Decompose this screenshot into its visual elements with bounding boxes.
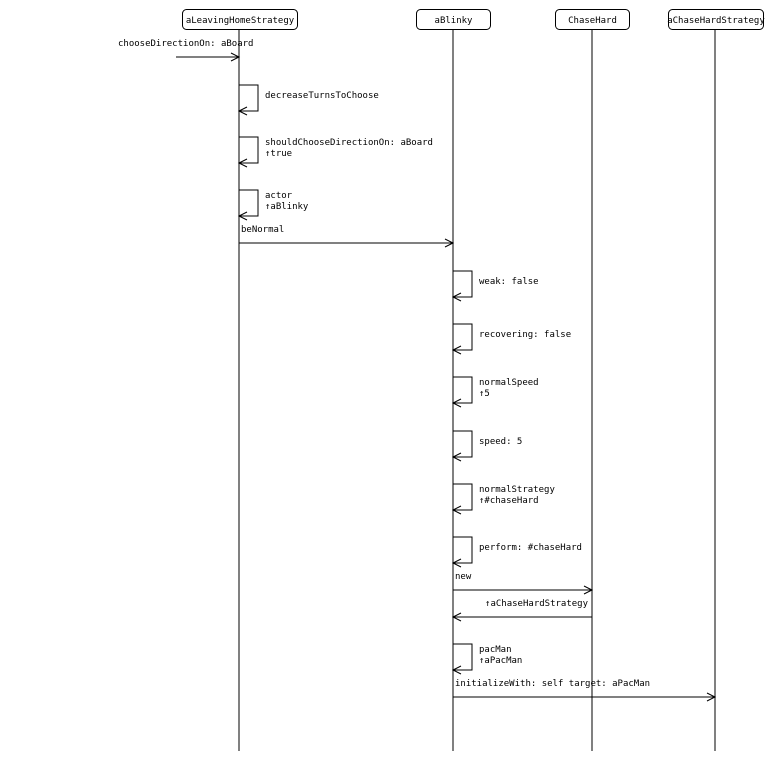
message-label: ↑aChaseHardStrategy [485, 599, 589, 609]
message-label: beNormal [241, 225, 284, 235]
message-label: actor [265, 191, 293, 201]
self-call-loop [453, 270, 473, 298]
arrow-head [451, 292, 462, 302]
arrow-head [451, 665, 462, 675]
arrow-head [230, 52, 241, 62]
arrow-head [237, 106, 248, 116]
self-call-loop [453, 483, 473, 511]
message-label: normalSpeed [479, 378, 539, 388]
arrow-head [237, 158, 248, 168]
message-self: weak: false [451, 270, 539, 302]
message-label: recovering: false [479, 330, 571, 340]
self-call-loop [453, 643, 473, 671]
message-label: ↑5 [479, 389, 490, 399]
self-call-loop [239, 84, 259, 112]
message-self: perform: #chaseHard [451, 536, 582, 568]
participant-box [182, 9, 298, 30]
participant-name: aBlinky [435, 16, 474, 26]
message-label: speed: 5 [479, 437, 522, 447]
arrow-head [451, 558, 462, 568]
message-call: new [453, 572, 594, 595]
message-label: ↑aBlinky [265, 202, 309, 212]
message-return: ↑aChaseHardStrategy [451, 599, 592, 622]
arrow-head [444, 238, 455, 248]
message-label: initializeWith: self target: aPacMan [455, 679, 650, 689]
arrow-head [706, 692, 717, 702]
message-label: new [455, 572, 472, 582]
arrow-head [237, 211, 248, 221]
message-label: ↑true [265, 149, 292, 159]
message-label: ↑aPacMan [479, 656, 522, 666]
self-call-loop [453, 430, 473, 458]
participant-box [555, 9, 630, 30]
lifeline-p1: aBlinky [416, 9, 491, 751]
message-label: perform: #chaseHard [479, 543, 582, 553]
message-self: shouldChooseDirectionOn: aBoard↑true [237, 136, 433, 168]
message-self: normalSpeed↑5 [451, 376, 539, 408]
message-label: chooseDirectionOn: aBoard [118, 39, 253, 49]
message-self: speed: 5 [451, 430, 522, 462]
participant-name: aLeavingHomeStrategy [186, 16, 295, 26]
lifeline-p3: aChaseHardStrategy [667, 9, 765, 751]
self-call-loop [239, 189, 259, 217]
lifeline-p0: aLeavingHomeStrategy [182, 9, 298, 751]
arrow-head [451, 452, 462, 462]
participant-name: aChaseHardStrategy [667, 16, 765, 26]
message-label: normalStrategy [479, 485, 555, 495]
participant-name: ChaseHard [568, 16, 617, 26]
arrow-head [451, 612, 462, 622]
message-label: pacMan [479, 645, 512, 655]
message-found: chooseDirectionOn: aBoard [118, 39, 253, 62]
message-self: normalStrategy↑#chaseHard [451, 483, 555, 515]
arrow-head [583, 585, 594, 595]
self-call-loop [239, 136, 259, 164]
message-label: decreaseTurnsToChoose [265, 91, 379, 101]
message-label: shouldChooseDirectionOn: aBoard [265, 138, 433, 148]
message-label: weak: false [479, 277, 539, 287]
message-self: recovering: false [451, 323, 571, 355]
arrow-head [451, 398, 462, 408]
self-call-loop [453, 536, 473, 564]
message-label: ↑#chaseHard [479, 496, 539, 506]
message-self: decreaseTurnsToChoose [237, 84, 379, 116]
lifeline-p2: ChaseHard [555, 9, 630, 751]
message-call: beNormal [239, 225, 455, 248]
message-call: initializeWith: self target: aPacMan [453, 679, 717, 702]
message-self: actor↑aBlinky [237, 189, 309, 221]
self-call-loop [453, 376, 473, 404]
self-call-loop [453, 323, 473, 351]
arrow-head [451, 345, 462, 355]
participant-box [416, 9, 491, 30]
participant-box [668, 9, 764, 30]
message-self: pacMan↑aPacMan [451, 643, 522, 675]
arrow-head [451, 505, 462, 515]
